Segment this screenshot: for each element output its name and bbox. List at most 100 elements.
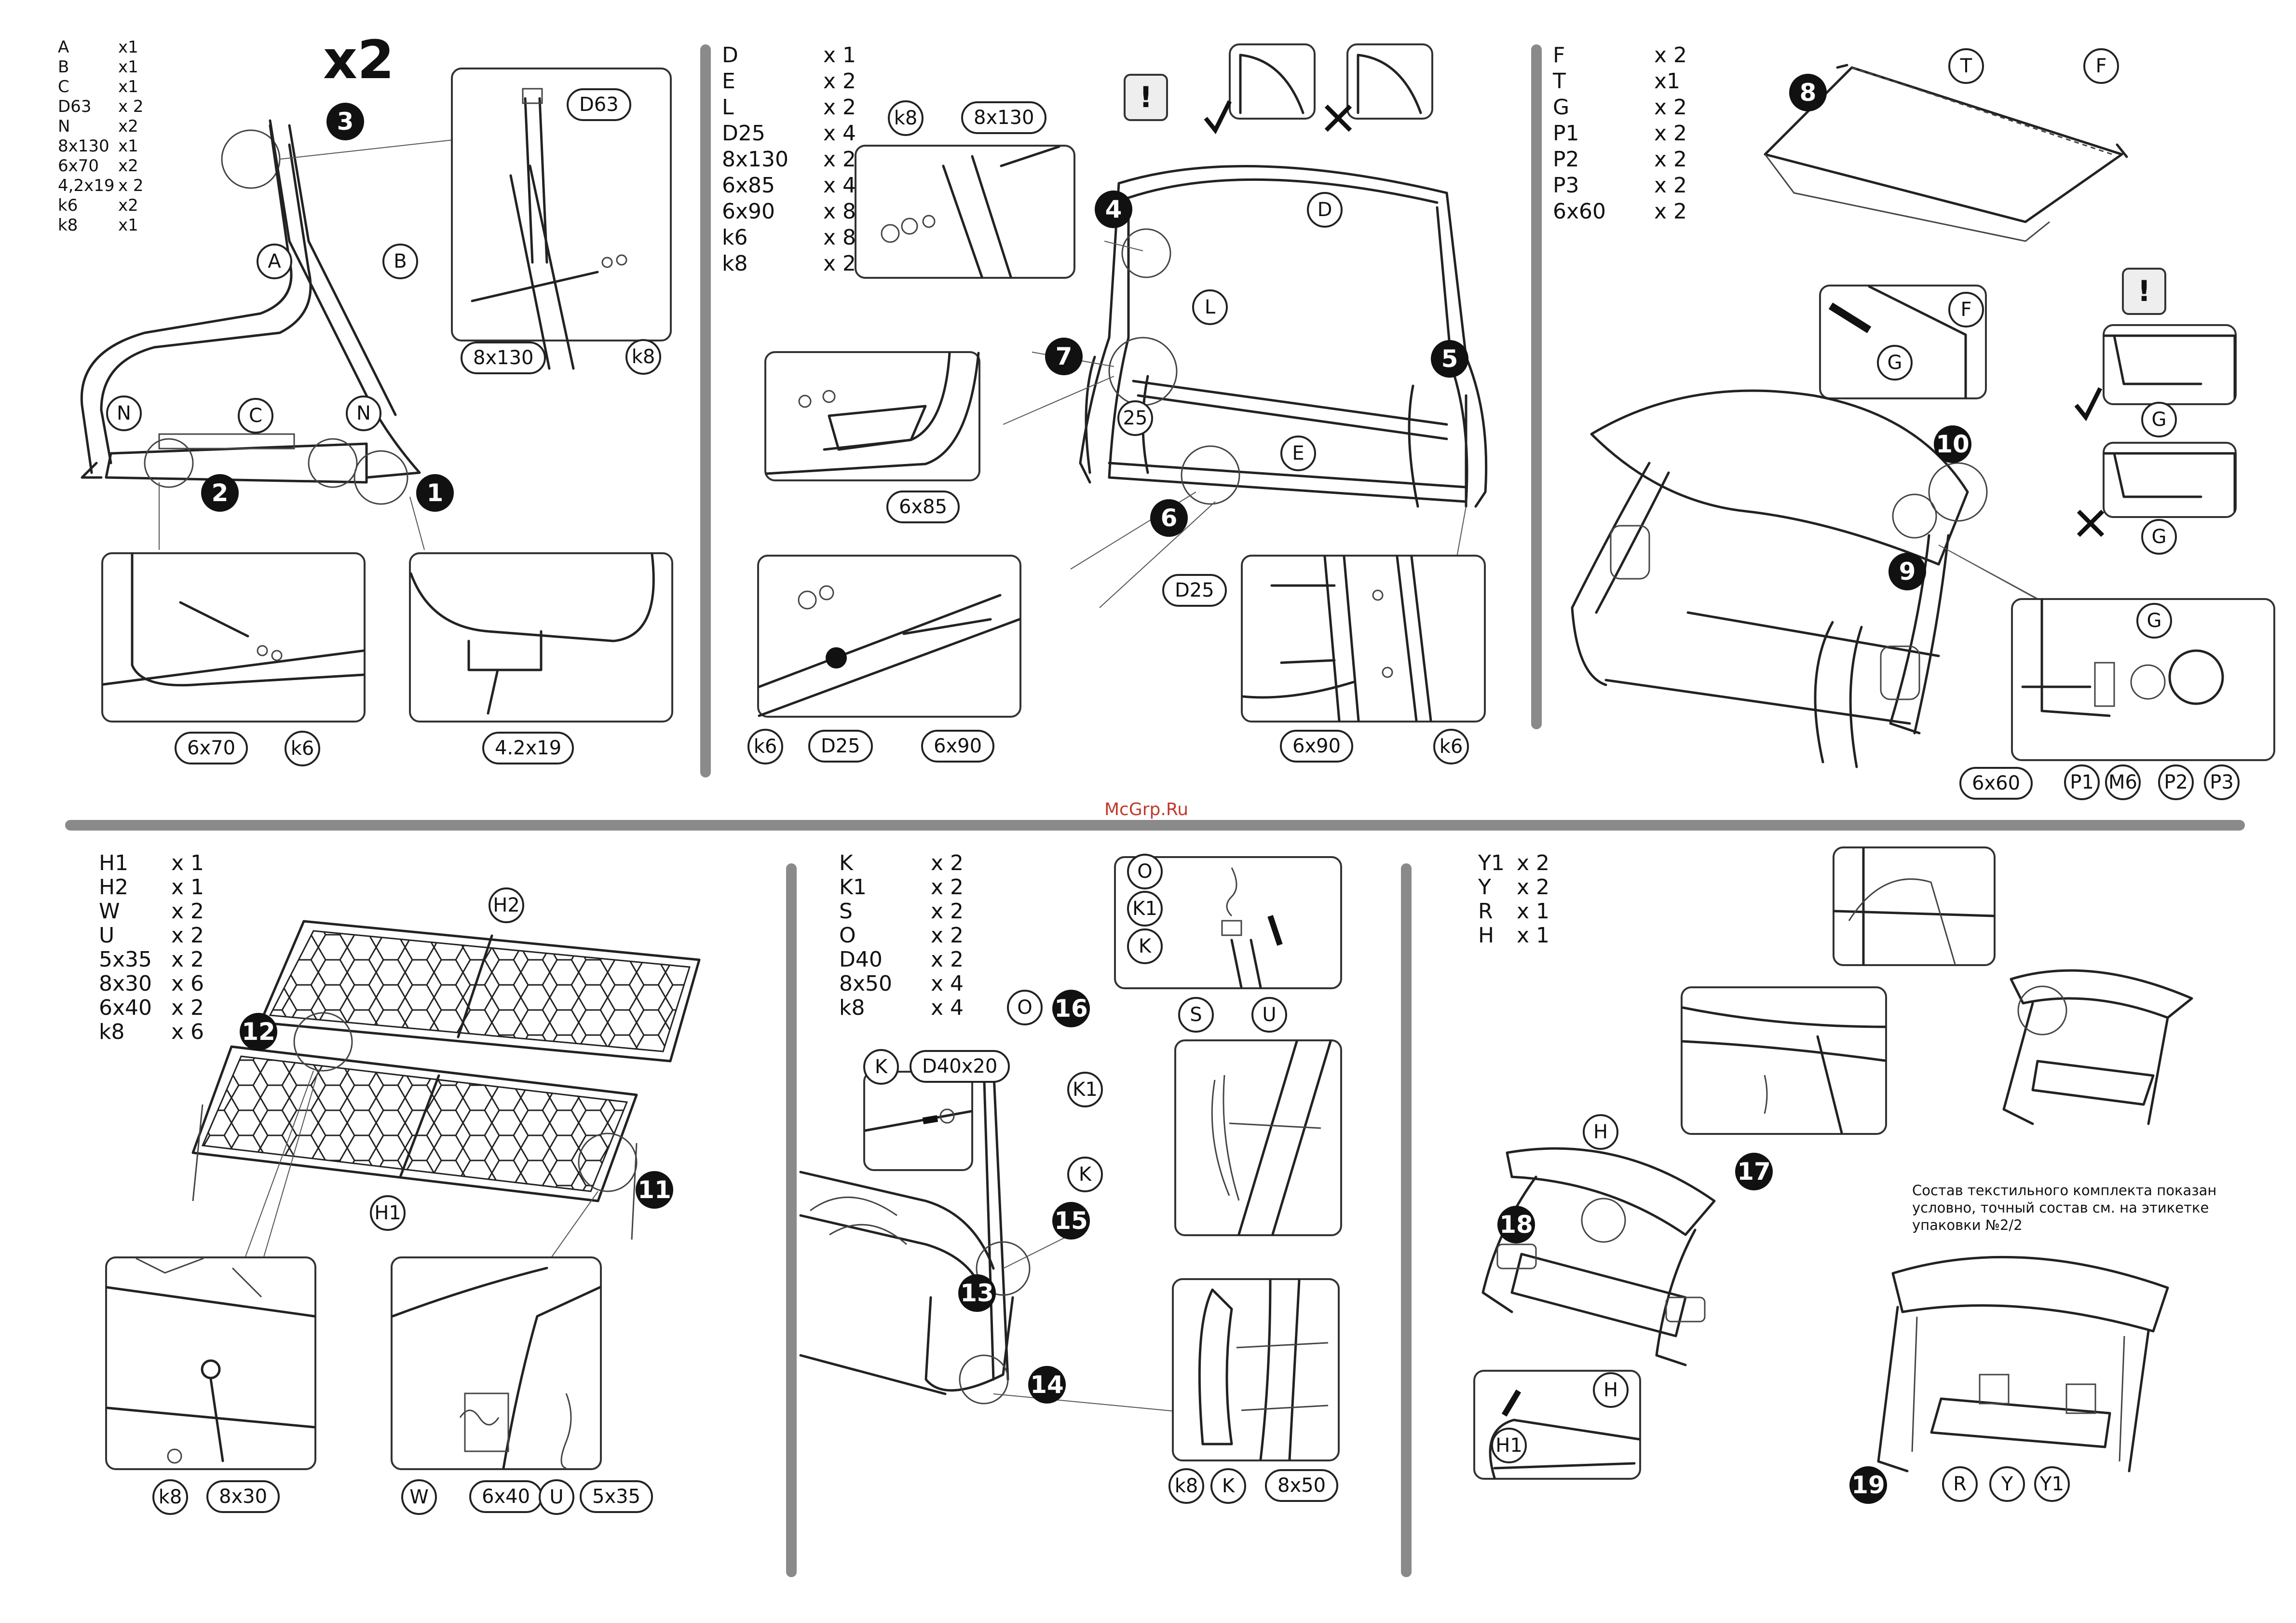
part-qty: x 2: [931, 923, 964, 948]
part-code: k8: [58, 216, 78, 235]
step-badge: 2: [201, 474, 239, 512]
part-qty: x1: [118, 57, 138, 77]
part-qty: x 2: [823, 95, 856, 120]
label-e: E: [1280, 436, 1316, 471]
label-8x30: 8x30: [206, 1480, 280, 1513]
step-badge: 14: [1028, 1366, 1066, 1404]
part-qty: x 1: [1517, 899, 1550, 924]
label-6x90: 6x90: [1280, 730, 1354, 763]
detail-box-6x70: [101, 552, 366, 723]
part-qty: x 4: [931, 971, 964, 996]
label-d25: D25: [1162, 574, 1227, 607]
part-qty: x 2: [1654, 43, 1687, 68]
label-8x130: 8x130: [961, 101, 1047, 134]
part-code: k6: [58, 196, 78, 215]
label-h: H: [1593, 1372, 1629, 1408]
step-badge: 8: [1789, 74, 1827, 111]
detail-box-d25: [757, 555, 1021, 718]
textile-note: Состав текстильного комплекта показан ус…: [1912, 1182, 2217, 1233]
check-mark-icon: [1204, 100, 1232, 135]
label-g: G: [2141, 519, 2177, 555]
label-f: F: [1948, 292, 1984, 327]
detail-box-8x30: [105, 1256, 316, 1470]
part-qty: x 6: [171, 1020, 204, 1044]
part-qty: x 2: [171, 947, 204, 972]
label-4-2x19: 4.2x19: [482, 732, 574, 764]
label-h1: H1: [1491, 1428, 1527, 1463]
label-6x60: 6x60: [1959, 767, 2033, 800]
label-f: F: [2083, 48, 2119, 84]
part-code: D25: [722, 121, 765, 146]
vertical-divider-bottom-2: [1401, 863, 1412, 1577]
complete-swing-small-drawing: [2002, 969, 2193, 1125]
warning-icon: !: [2122, 268, 2166, 315]
step-badge: 9: [1888, 553, 1926, 590]
label-k1: K1: [1067, 1072, 1103, 1107]
part-qty: x1: [1654, 69, 1681, 94]
label-k: K: [1127, 928, 1163, 964]
label-u: U: [539, 1479, 574, 1515]
part-qty: x 2: [171, 923, 204, 948]
part-qty: x 2: [931, 899, 964, 924]
label-k: K: [863, 1049, 899, 1085]
part-code: 8x130: [58, 136, 109, 156]
step-badge: 7: [1045, 338, 1083, 375]
vertical-divider-top-2: [1531, 44, 1542, 729]
detail-box-frame-top: [1833, 846, 1996, 966]
part-qty: x 2: [171, 996, 204, 1020]
part-code: W: [99, 899, 120, 924]
part-code: 6x90: [722, 199, 775, 224]
warning-icon: !: [1124, 74, 1168, 121]
label-d: D: [1307, 192, 1343, 228]
part-code: 8x30: [99, 971, 152, 996]
part-code: k8: [99, 1020, 125, 1044]
part-qty: x 2: [171, 899, 204, 924]
part-code: D40: [839, 947, 883, 972]
cross-mark-icon: [1324, 104, 1352, 132]
label-d25: D25: [808, 730, 873, 763]
part-qty: x1: [118, 38, 138, 57]
part-code: k8: [839, 996, 865, 1020]
part-qty: x 1: [171, 875, 204, 900]
part-code: T: [1553, 69, 1566, 94]
label-o: O: [1007, 990, 1043, 1025]
label-n: N: [106, 396, 142, 431]
vertical-divider-bottom-1: [786, 863, 797, 1577]
part-qty: x 2: [823, 69, 856, 94]
part-qty: x 1: [1517, 923, 1550, 948]
part-code: 6x40: [99, 996, 152, 1020]
part-code: 6x60: [1553, 199, 1606, 224]
label-m6: M6: [2105, 764, 2141, 800]
label-t: T: [1948, 48, 1984, 84]
step-badge: 3: [326, 103, 364, 140]
step-badge: 19: [1849, 1466, 1887, 1504]
step-badge: 1: [416, 474, 454, 512]
part-qty: x2: [118, 117, 138, 136]
watermark: McGrp.Ru: [1104, 800, 1189, 819]
step-badge: 17: [1735, 1153, 1773, 1190]
part-code: L: [722, 95, 734, 120]
